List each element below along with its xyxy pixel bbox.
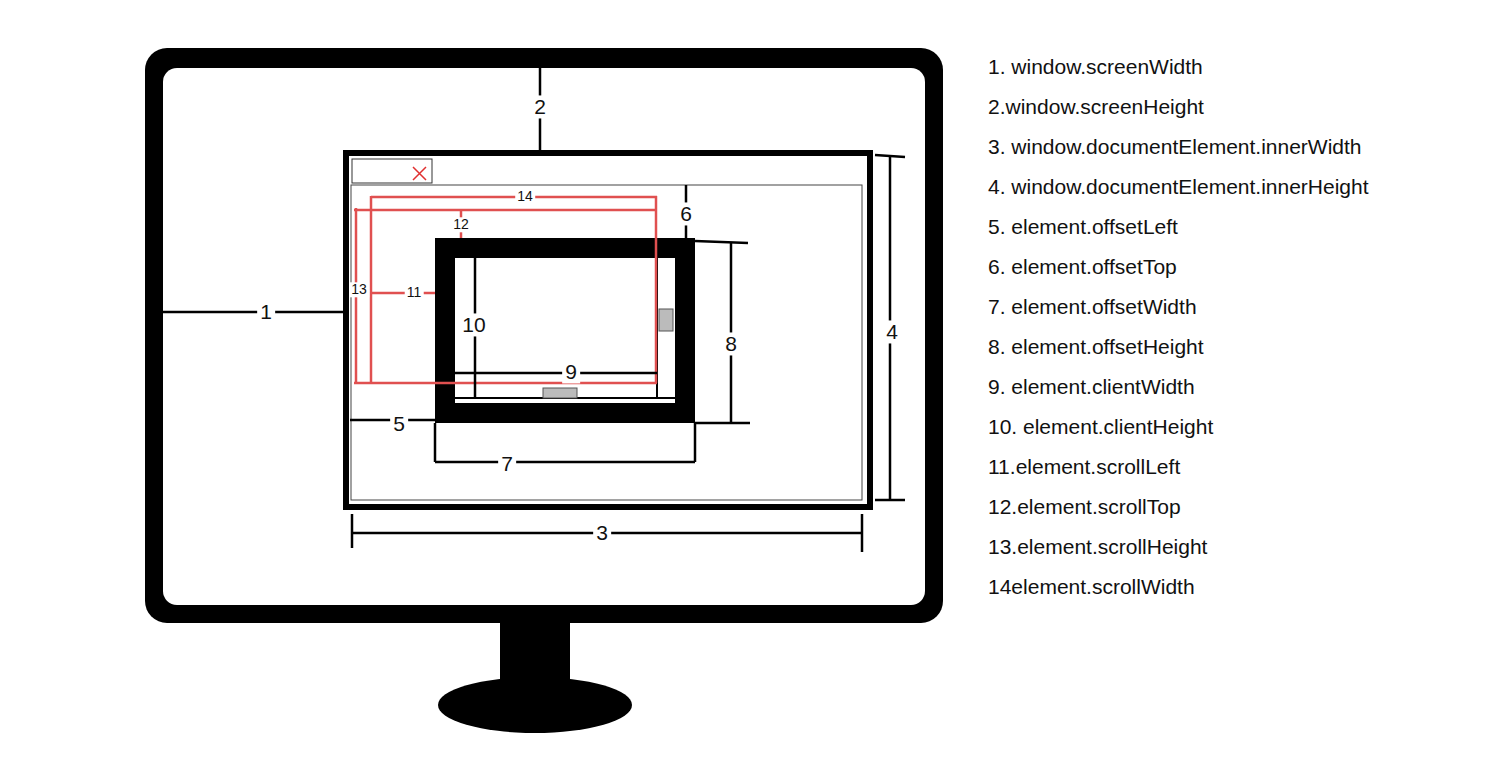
browser-window (346, 153, 870, 507)
callout-number: 6 (677, 202, 695, 225)
callout-number: 3 (593, 521, 611, 544)
callout-number: 14 (515, 189, 535, 204)
legend-item: 5. element.offsetLeft (988, 215, 1178, 239)
legend-item: 1. window.screenWidth (988, 55, 1203, 79)
viewport (351, 185, 862, 500)
callout-number: 4 (883, 320, 901, 343)
callout-number: 8 (722, 332, 740, 355)
legend-item: 2.window.screenHeight (988, 95, 1204, 119)
legend-item: 3. window.documentElement.innerWidth (988, 135, 1362, 159)
legend-item: 13.element.scrollHeight (988, 535, 1207, 559)
legend-item: 11.element.scrollLeft (988, 455, 1180, 479)
scroll-area (354, 196, 657, 384)
callout-number: 10 (459, 313, 488, 336)
callout-number: 11 (405, 285, 424, 300)
legend-item: 14element.scrollWidth (988, 575, 1195, 599)
monitor-neck (500, 623, 570, 683)
callout-number: 2 (531, 95, 549, 118)
legend-item: 8. element.offsetHeight (988, 335, 1204, 359)
monitor-screen (163, 68, 925, 605)
monitor-frame (145, 48, 943, 623)
callout-number: 7 (498, 452, 516, 475)
callout-number: 12 (451, 217, 471, 232)
element-content (455, 258, 675, 403)
legend-item: 4. window.documentElement.innerHeight (988, 175, 1369, 199)
legend-item: 6. element.offsetTop (988, 255, 1177, 279)
legend-item: 9. element.clientWidth (988, 375, 1195, 399)
monitor-base (438, 677, 632, 733)
scroll-thumb (543, 388, 577, 398)
legend-item: 12.element.scrollTop (988, 495, 1181, 519)
scroll-thumb (659, 309, 673, 331)
callout-number: 1 (257, 300, 275, 323)
callout-number: 5 (390, 412, 408, 435)
dimension-lines (163, 68, 905, 552)
browser-tab (352, 159, 432, 183)
close-icon (413, 167, 426, 180)
callout-number: 9 (562, 360, 580, 383)
callout-number: 13 (349, 282, 369, 297)
legend-item: 7. element.offsetWidth (988, 295, 1197, 319)
legend-item: 10. element.clientHeight (988, 415, 1213, 439)
